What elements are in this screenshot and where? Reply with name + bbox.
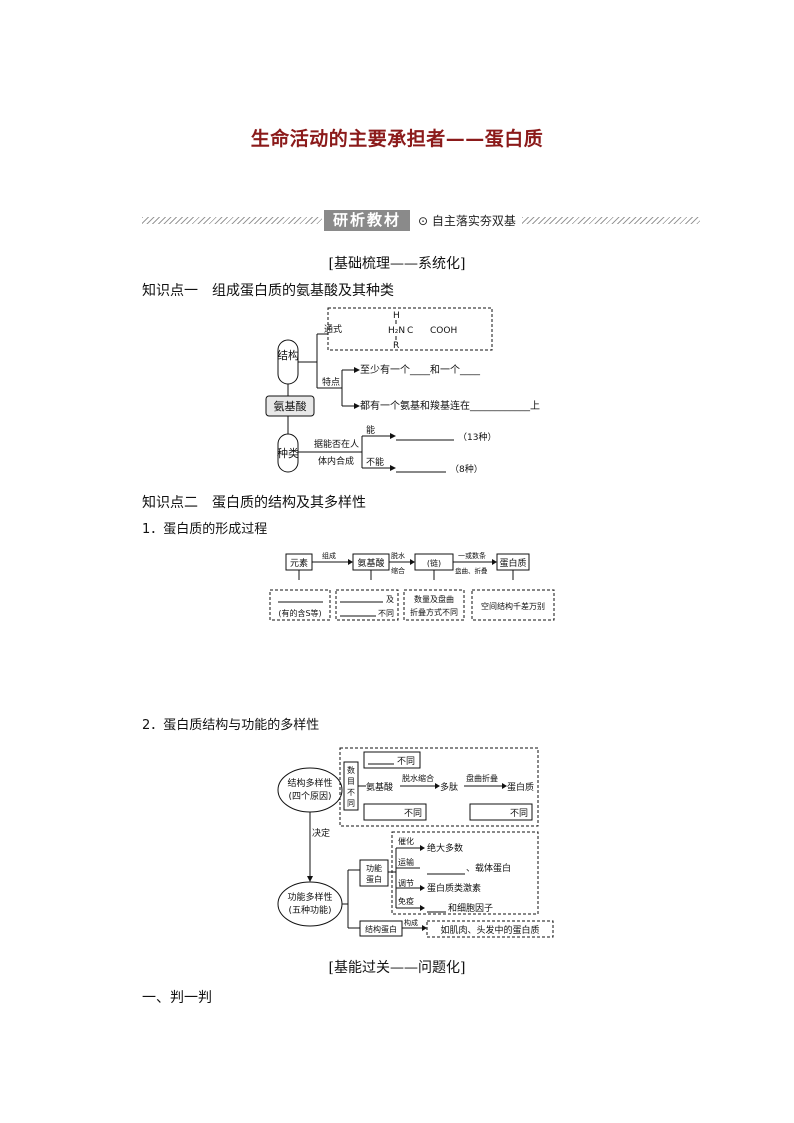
svg-text:不: 不 — [347, 788, 355, 797]
svg-text:盘曲折叠: 盘曲折叠 — [466, 773, 498, 783]
svg-text:调节: 调节 — [398, 879, 414, 888]
svg-text:、载体蛋白: 、载体蛋白 — [466, 862, 511, 874]
svg-text:(五种功能): (五种功能) — [288, 904, 331, 916]
page-title: 生命活动的主要承担者——蛋白质 — [250, 128, 544, 150]
svg-text:绝大多数: 绝大多数 — [427, 842, 463, 854]
svg-text:构成: 构成 — [404, 918, 418, 927]
section2-title: [基能过关——问题化] — [328, 960, 466, 976]
svg-text:数量及盘曲: 数量及盘曲 — [414, 594, 454, 604]
svg-text:脱水缩合: 脱水缩合 — [402, 773, 434, 783]
diversity-diagram: 结构多样性 (四个原因) 数 目 不 同 不同 氨基酸 脱水缩合 多肽 盘曲折叠… — [277, 747, 554, 938]
svg-text:不能: 不能 — [366, 456, 384, 468]
kp2-sub2: 2．蛋白质结构与功能的多样性 — [142, 718, 320, 733]
svg-text:蛋白质类激素: 蛋白质类激素 — [427, 882, 481, 894]
feature-label: 特点 — [322, 376, 340, 388]
amino-label: 氨基酸 — [274, 399, 307, 413]
svg-text:(四个原因): (四个原因) — [288, 791, 331, 802]
svg-text:多肽: 多肽 — [440, 781, 458, 793]
svg-text:氨基酸: 氨基酸 — [357, 557, 384, 569]
svg-text:缩合: 缩合 — [391, 566, 405, 575]
svg-text:（13种）: （13种） — [458, 431, 496, 443]
svg-text:体内合成: 体内合成 — [318, 455, 354, 467]
svg-text:蛋白: 蛋白 — [366, 874, 382, 884]
svg-text:不同: 不同 — [378, 609, 394, 618]
svg-text:(有的含S等): (有的含S等) — [278, 608, 321, 618]
svg-text:COOH: COOH — [430, 326, 457, 336]
svg-text:目: 目 — [347, 777, 355, 786]
svg-text:功能多样性: 功能多样性 — [287, 891, 332, 903]
svg-text:同: 同 — [347, 799, 355, 808]
svg-text:蛋白质: 蛋白质 — [499, 557, 526, 569]
svg-text:能: 能 — [366, 424, 375, 436]
svg-text:功能: 功能 — [366, 863, 382, 873]
kp2-sub1: 1．蛋白质的形成过程 — [142, 522, 268, 537]
feature-2: 都有一个氨基和羧基连在____________上 — [360, 399, 540, 412]
svg-text:催化: 催化 — [398, 836, 414, 846]
svg-text:（8种）: （8种） — [450, 463, 483, 475]
svg-text:H₂N: H₂N — [388, 326, 405, 336]
hatch-right — [522, 217, 700, 224]
hatch-left — [142, 217, 322, 224]
kinds-label: 种类 — [277, 446, 299, 460]
kp2-heading: 知识点二 蛋白质的结构及其多样性 — [142, 495, 366, 511]
svg-text:决定: 决定 — [312, 827, 330, 839]
section-banner: 研析教材 ⊙ 自主落实夯双基 — [142, 210, 700, 232]
banner-subtitle: ⊙ 自主落实夯双基 — [414, 212, 520, 229]
svg-text:蛋白质: 蛋白质 — [507, 781, 534, 793]
bullet-icon: ⊙ — [418, 214, 429, 228]
banner-tag: 研析教材 — [324, 210, 410, 231]
formula-label: 通式 — [324, 323, 342, 335]
section1-title: [基础梳理——系统化] — [328, 256, 466, 272]
svg-text:C: C — [407, 326, 413, 336]
amino-box — [265, 395, 315, 417]
svg-text:结构多样性: 结构多样性 — [287, 777, 332, 789]
svg-text:H: H — [393, 311, 400, 321]
svg-text:不同: 不同 — [397, 756, 415, 767]
svg-text:如肌肉、头发中的蛋白质: 如肌肉、头发中的蛋白质 — [440, 924, 539, 936]
svg-text:盘曲、折叠: 盘曲、折叠 — [455, 566, 488, 575]
formula-box — [327, 307, 493, 351]
feature-1: 至少有一个____和一个____ — [360, 363, 481, 376]
svg-text:R: R — [393, 341, 399, 351]
svg-text:和细胞因子: 和细胞因子 — [448, 902, 493, 914]
svg-text:元素: 元素 — [290, 557, 308, 569]
svg-text:氨基酸: 氨基酸 — [366, 781, 393, 793]
formation-diagram: 元素 组成 氨基酸 脱水 缩合 (链) 一或数条 盘曲、折叠 蛋白质 (有的含S… — [269, 551, 555, 621]
svg-text:运输: 运输 — [398, 857, 414, 867]
svg-text:空间结构千差万别: 空间结构千差万别 — [481, 601, 545, 611]
svg-text:(链): (链) — [427, 558, 441, 568]
structure-capsule — [277, 339, 299, 385]
svg-text:据能否在人: 据能否在人 — [314, 438, 359, 450]
svg-text:免疫: 免疫 — [398, 896, 414, 906]
svg-text:结构蛋白: 结构蛋白 — [365, 924, 397, 934]
judge-heading: 一、判一判 — [142, 990, 212, 1006]
svg-text:组成: 组成 — [322, 551, 336, 560]
svg-text:折叠方式不同: 折叠方式不同 — [410, 607, 458, 617]
svg-text:不同: 不同 — [404, 808, 422, 819]
svg-text:一或数条: 一或数条 — [458, 551, 486, 560]
svg-text:不同: 不同 — [510, 808, 528, 819]
svg-text:及: 及 — [386, 595, 394, 604]
kp1-heading: 知识点一 组成蛋白质的氨基酸及其种类 — [142, 283, 394, 299]
svg-text:数: 数 — [347, 765, 355, 775]
structure-char-1: 结构 — [277, 348, 299, 362]
svg-text:脱水: 脱水 — [391, 551, 405, 560]
amino-acid-diagram: 结构 氨基酸 种类 通式 特点 H H₂N C COOH R 至少有一个____… — [265, 307, 540, 475]
